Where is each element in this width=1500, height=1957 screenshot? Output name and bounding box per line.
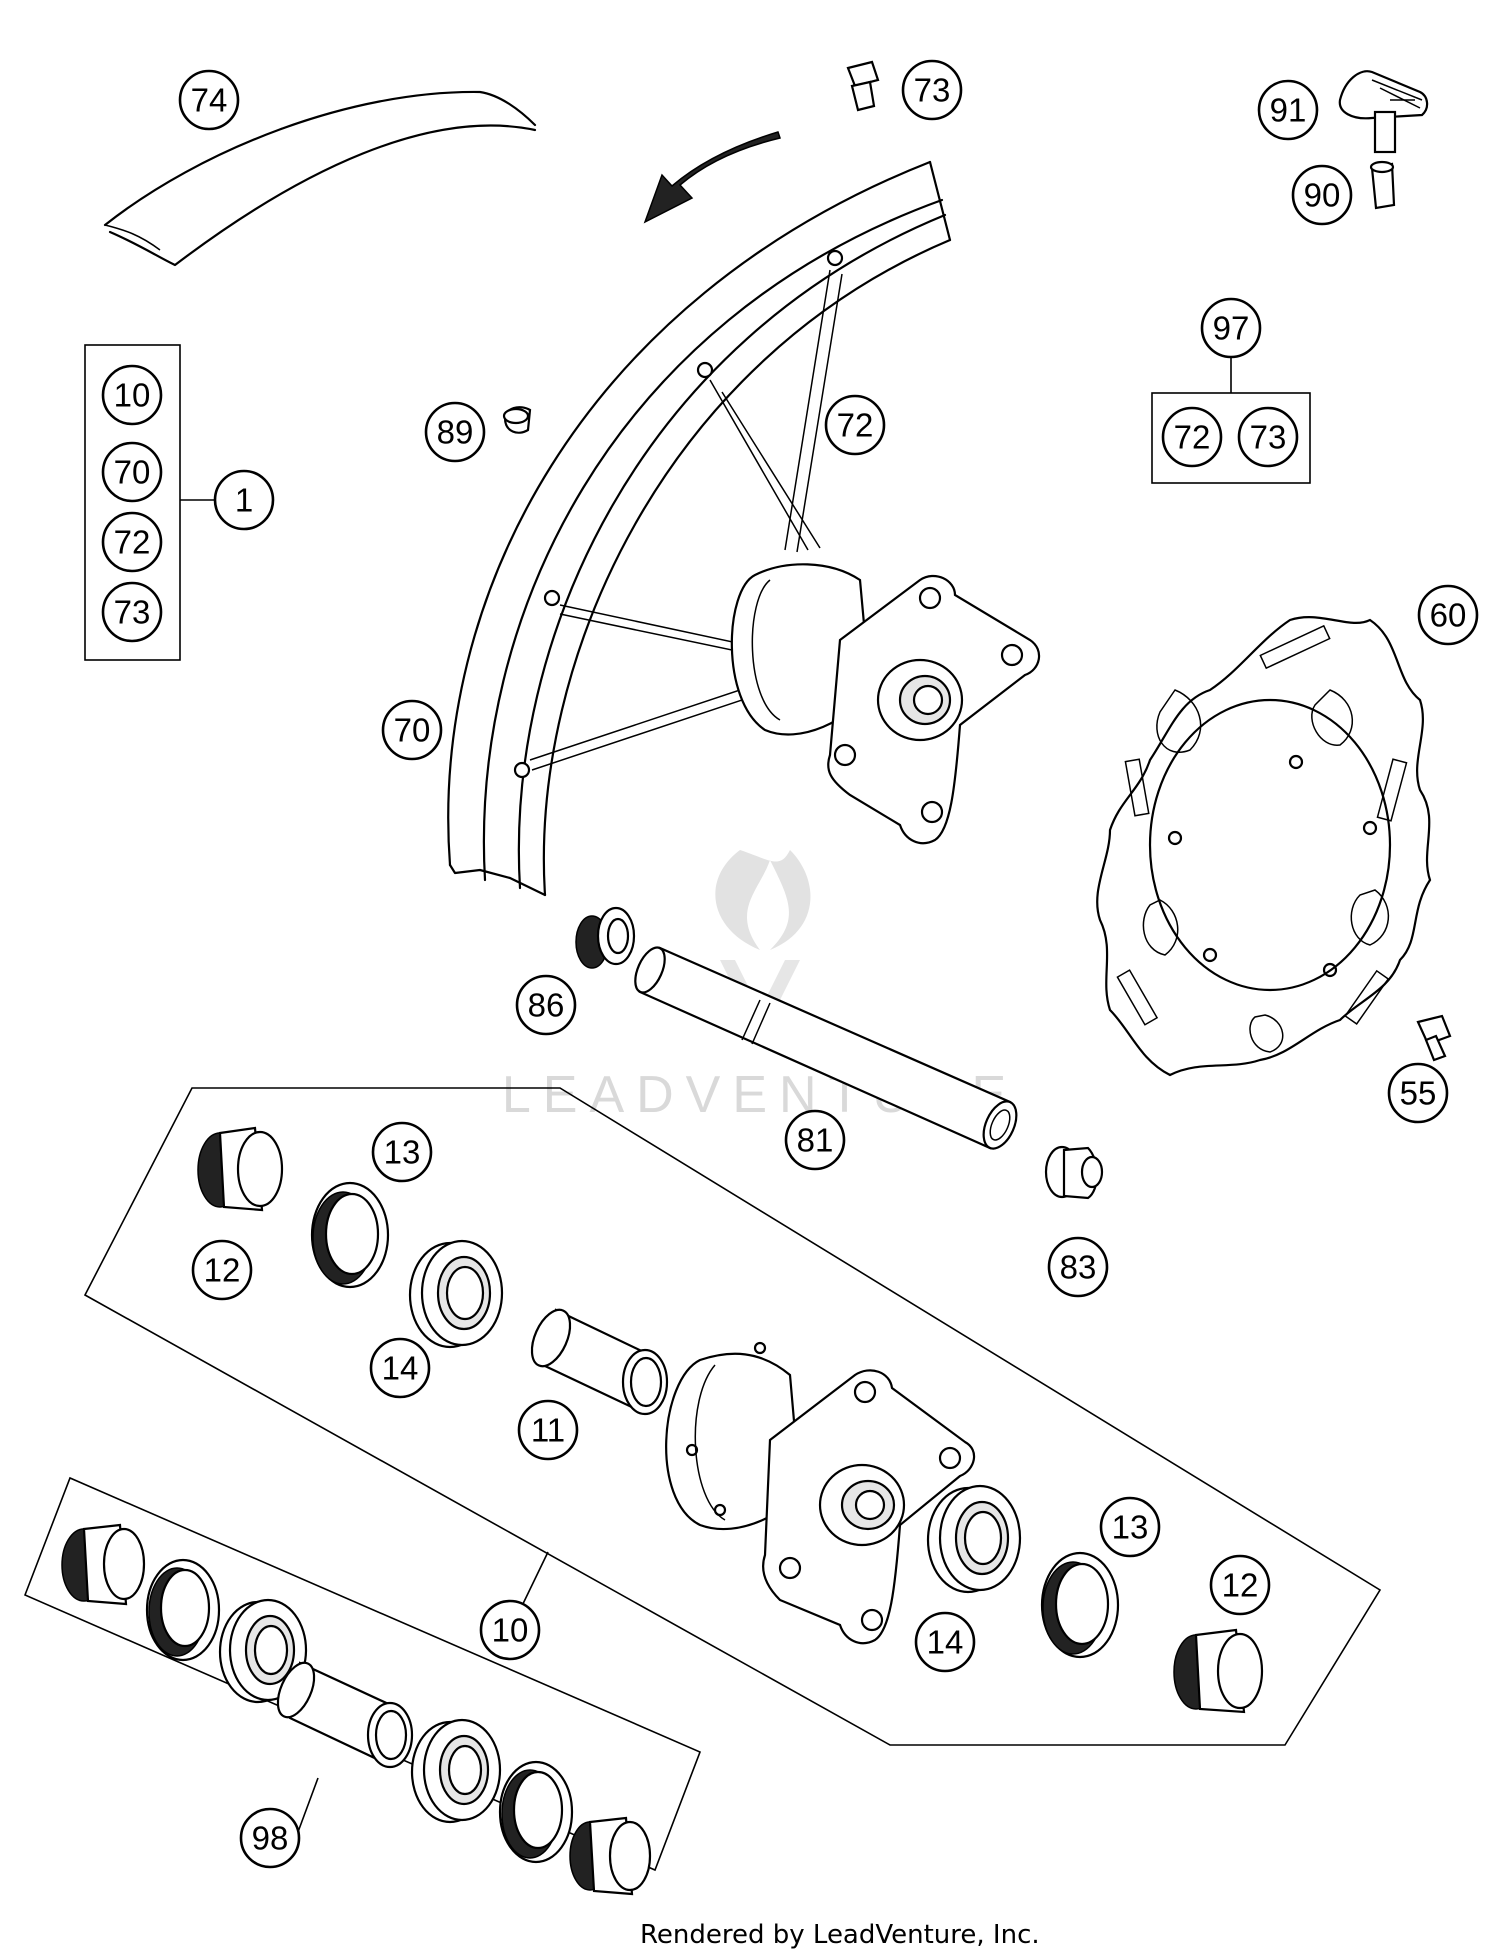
- callout-91-label: 91: [1270, 92, 1307, 129]
- callout-1-10-label: 10: [114, 377, 151, 414]
- distance-sleeve-11: [530, 1308, 669, 1416]
- callout-14-right-label: 14: [927, 1624, 964, 1661]
- kit-98-parts: [61, 1523, 652, 1896]
- callout-73: 73: [901, 59, 963, 121]
- callout-13-right: 13: [1099, 1496, 1161, 1558]
- callout-98-label: 98: [252, 1820, 289, 1857]
- callout-73-label: 73: [914, 72, 951, 109]
- callout-11-label: 11: [531, 1412, 565, 1449]
- callout-1-70: 70: [101, 441, 163, 503]
- callout-10-label: 10: [492, 1612, 529, 1649]
- callout-13-right-label: 13: [1112, 1509, 1149, 1546]
- callout-89: 89: [424, 401, 486, 463]
- callout-12-right-label: 12: [1222, 1567, 1259, 1604]
- callout-60-label: 60: [1430, 597, 1467, 634]
- callout-70-label: 70: [394, 712, 431, 749]
- callout-74-label: 74: [191, 82, 228, 119]
- callout-13-left-label: 13: [384, 1134, 421, 1171]
- callout-97-73: 73: [1237, 406, 1299, 468]
- rim-tape: [103, 90, 537, 267]
- callout-89-label: 89: [437, 414, 474, 451]
- callout-12-left: 12: [191, 1239, 253, 1301]
- callout-97: 97: [1200, 297, 1262, 359]
- spacer-12-left: [197, 1126, 284, 1212]
- callout-13-left: 13: [371, 1121, 433, 1183]
- callout-55: 55: [1387, 1062, 1449, 1124]
- callout-12-right: 12: [1209, 1554, 1271, 1616]
- callout-55-label: 55: [1400, 1075, 1437, 1112]
- callout-83-label: 83: [1060, 1249, 1097, 1286]
- callout-1-72: 72: [101, 511, 163, 573]
- callout-81-label: 81: [797, 1122, 834, 1159]
- callout-97-73-label: 73: [1250, 419, 1287, 456]
- shaft-seal-13-left: [310, 1181, 390, 1289]
- callout-86-label: 86: [528, 987, 565, 1024]
- callout-1-73: 73: [101, 581, 163, 643]
- callout-98: 98: [239, 1807, 301, 1869]
- callout-11: 11: [517, 1399, 579, 1461]
- rim-lock-cap: [502, 406, 532, 434]
- callout-97-label: 97: [1213, 310, 1250, 347]
- valve-nut: [1369, 160, 1396, 210]
- bearing-14-left: [408, 1239, 504, 1349]
- wheel-rim: [447, 160, 952, 897]
- box-10: [83, 1087, 1382, 1746]
- callout-91: 91: [1257, 79, 1319, 141]
- callout-14-right: 14: [914, 1611, 976, 1673]
- callout-97-72-label: 72: [1174, 419, 1211, 456]
- disc-bolt: [1416, 1014, 1452, 1062]
- callout-90-label: 90: [1304, 177, 1341, 214]
- spoke-nipple: [846, 60, 880, 112]
- valve-cap: [1338, 70, 1429, 154]
- callout-72-label: 72: [837, 407, 874, 444]
- hub-body: [665, 1341, 976, 1645]
- callout-1-label: 1: [235, 482, 253, 519]
- callout-70: 70: [381, 699, 443, 761]
- callout-86: 86: [515, 974, 577, 1036]
- callout-74: 74: [178, 69, 240, 131]
- wheel-hub: [730, 563, 1041, 845]
- callout-83: 83: [1047, 1236, 1109, 1298]
- callout-81: 81: [784, 1109, 846, 1171]
- footer-credit: Rendered by LeadVenture, Inc.: [640, 1920, 1040, 1950]
- callout-1: 1: [213, 469, 275, 531]
- callout-14-left-label: 14: [382, 1350, 419, 1387]
- rotation-arrow: [643, 131, 781, 224]
- callout-10: 10: [479, 1599, 541, 1661]
- wheel-spindle: [634, 946, 1018, 1150]
- callout-97-72: 72: [1161, 406, 1223, 468]
- spacer-86: [575, 906, 636, 969]
- callout-1-73-label: 73: [114, 594, 151, 631]
- brake-disc: [1096, 616, 1432, 1077]
- callout-1-10: 10: [101, 364, 163, 426]
- callout-1-72-label: 72: [114, 524, 151, 561]
- callout-72: 72: [824, 394, 886, 456]
- callout-90: 90: [1291, 164, 1353, 226]
- callout-12-left-label: 12: [204, 1252, 241, 1289]
- axle-nut: [1044, 1145, 1104, 1200]
- shaft-seal-13-right: [1040, 1551, 1120, 1659]
- callout-1-70-label: 70: [114, 454, 151, 491]
- callout-60: 60: [1417, 584, 1479, 646]
- box-1: [84, 344, 181, 661]
- callout-14-left: 14: [369, 1337, 431, 1399]
- bearing-14-right: [926, 1484, 1022, 1594]
- spacer-12-right: [1173, 1628, 1264, 1714]
